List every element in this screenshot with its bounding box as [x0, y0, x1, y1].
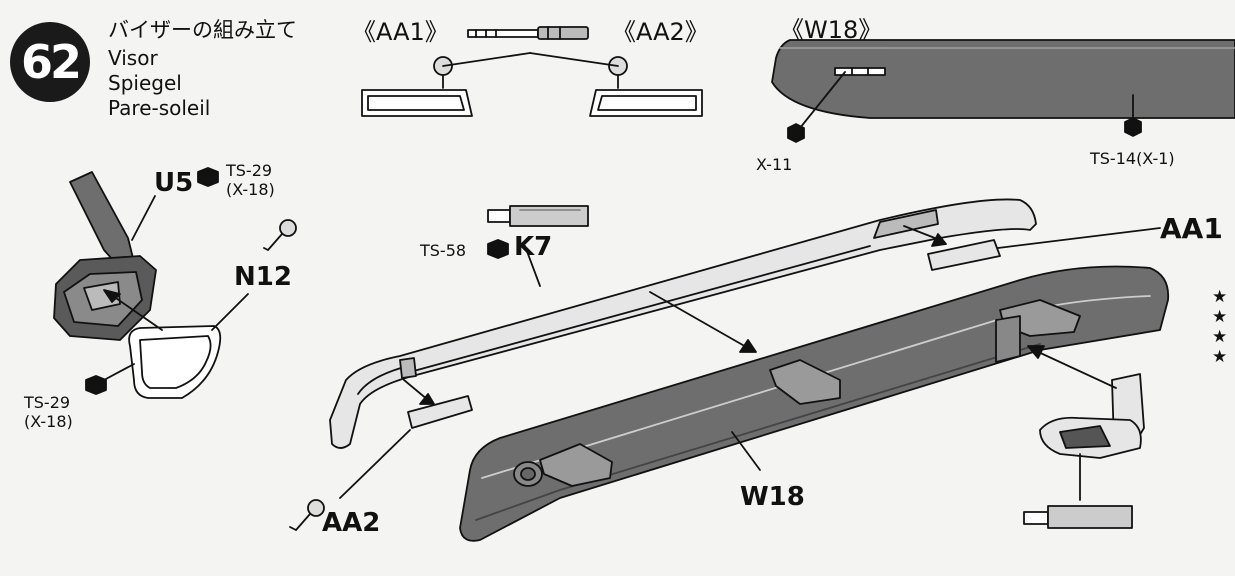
label-ts58: TS-58 [420, 241, 467, 260]
paint-tube-bottom-icon [1023, 505, 1133, 529]
label-ts29-bottom: TS-29 [24, 393, 71, 412]
paint-hex-x11-icon [787, 123, 805, 143]
w18-part [459, 265, 1170, 542]
pin-aa2-icon [289, 499, 325, 531]
label-aa2: AA2 [322, 508, 381, 538]
step-number-badge: 62 [10, 22, 90, 102]
aa-sprue-icon [361, 52, 703, 117]
pin-n12-icon [263, 219, 297, 251]
aa1-part [927, 239, 1001, 271]
paint-hex-ts14-icon [1124, 117, 1142, 137]
hobby-knife-icon [467, 26, 589, 40]
label-ts14: TS-14(X-1) [1090, 149, 1175, 168]
label-n12: N12 [234, 262, 292, 292]
label-w18: W18 [740, 482, 805, 512]
label-x11: X-11 [756, 155, 793, 174]
label-aa1: AA1 [1160, 212, 1223, 245]
u5-assembly [53, 171, 157, 341]
paint-hex-ts29-bottom-icon [85, 375, 107, 395]
k7-visor-part [329, 198, 1037, 449]
label-u5: U5 [154, 168, 194, 198]
step-title-en: Visor [108, 46, 158, 70]
paint-hex-ts29-top-icon [197, 167, 219, 187]
step-title-jp: バイザーの組み立て [108, 18, 297, 42]
star-note-4: ★ [1212, 347, 1228, 367]
step-title-de: Spiegel [108, 71, 182, 95]
u5-right-assembly [1027, 345, 1145, 501]
label-ts29-top: TS-29 [226, 161, 273, 180]
w18-inset-part [771, 39, 1235, 129]
star-note-2: ★ [1212, 307, 1228, 327]
paint-tube-icon [487, 205, 589, 227]
label-x18-bottom: (X-18) [24, 412, 73, 431]
header-aa2: 《AA2》 [612, 18, 709, 46]
star-note-3: ★ [1212, 327, 1228, 347]
label-x18-top: (X-18) [226, 180, 275, 199]
label-k7: K7 [514, 232, 553, 262]
header-aa1: 《AA1》 [352, 18, 449, 46]
paint-hex-ts58-icon [487, 239, 509, 259]
aa2-part [407, 395, 473, 429]
step-title-fr: Pare-soleil [108, 96, 211, 120]
n12-part [128, 293, 249, 399]
star-note-1: ★ [1212, 287, 1228, 307]
